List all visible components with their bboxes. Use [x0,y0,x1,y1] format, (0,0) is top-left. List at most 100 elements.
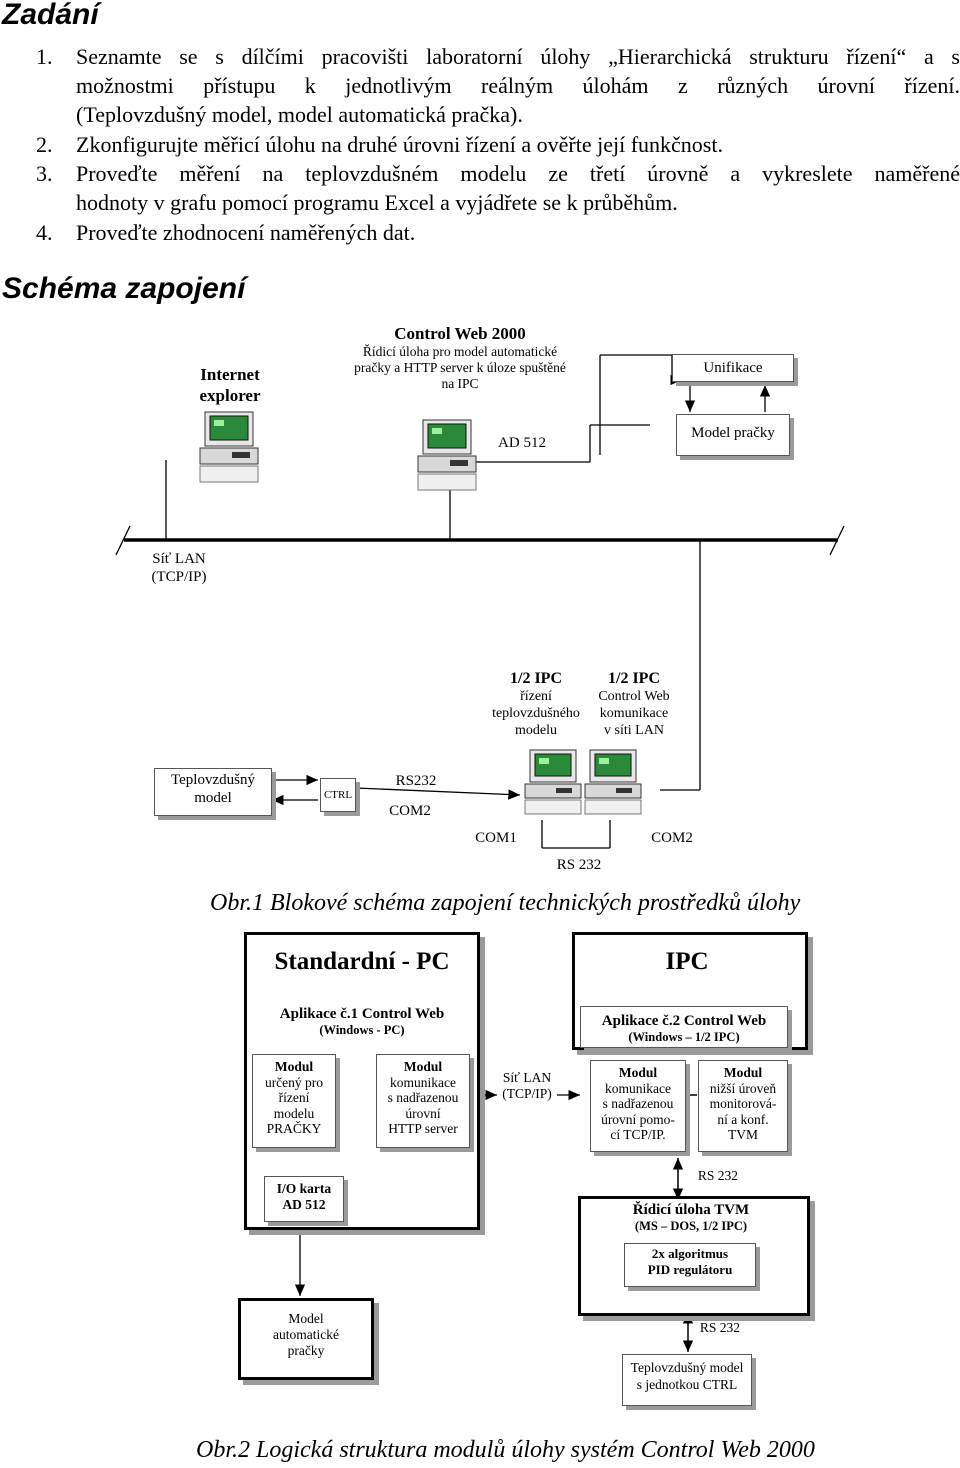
rs232-a-label: RS 232 [697,1168,739,1183]
computer-icon [199,411,259,483]
computer-icon [417,419,477,491]
module-line: modelu [273,1105,315,1121]
control-web-label: Control Web 2000 Řídicí úloha pro model … [330,324,590,392]
module-line: úrovní pomo- [601,1111,675,1127]
module-pracka-box: Modul určený pro řízení modelu PRAČKY [252,1054,336,1148]
task-line: (Teplovzdušný model, model automatická p… [76,102,523,127]
com2-right-label: COM2 [651,830,693,846]
module-line: s nadřazenou [602,1096,674,1111]
app2-box: Aplikace č.2 Control Web (Windows – 1/2 … [580,1006,788,1048]
com2-left-label: COM2 [389,803,431,819]
ipc1-line: modelu [515,723,557,738]
ipc2-label: 1/2 IPC Control Web komunikace v síti LA… [584,670,684,739]
ipc2-line: Control Web [598,689,670,704]
ad512-label: AD 512 [498,435,546,451]
teplo-line: s jednotkou CTRL [636,1377,738,1392]
app2-title: Aplikace č.2 Control Web [601,1013,767,1029]
ipc2-title: 1/2 IPC [608,670,660,687]
cw-line: Řídicí úloha pro model automatické [362,344,558,359]
app1-sub: (Windows - PC) [319,1023,405,1037]
lan-line: Síť LAN [152,551,206,567]
model-pracky-label: Model pračky [691,425,775,441]
ipc2-line: komunikace [599,706,669,721]
cw-line: na IPC [441,376,479,391]
lan-line: (TCP/IP) [151,569,207,585]
ipc1-line: teplovzdušného [492,706,580,721]
task-line: Zkonfigurujte měřicí úlohu na druhé úrov… [76,132,723,157]
task-line: Seznamte se s dílčími pracovišti laborat… [76,44,960,69]
pid-line: PID regulátoru [647,1262,733,1277]
tvm-title: Řídicí úloha TVM [632,1202,750,1218]
module-line: cí TCP/IP. [610,1127,666,1142]
ie-line: Internet [200,365,260,384]
lan-label: Síť LAN (TCP/IP) [144,550,214,586]
lan-line: Síť LAN [502,1070,552,1085]
module-line: PRAČKY [266,1121,322,1136]
teplovzdusny-ctrl-box: Teplovzdušný model s jednotkou CTRL [622,1354,752,1406]
task-line: hodnoty v grafu pomocí programu Excel a … [76,190,678,215]
task-line: možnostmi přístupu k jednotlivým reálným… [76,73,960,98]
computer-icon [524,749,582,815]
module-http-box: Modul komunikace s nadřazenou úrovní HTT… [376,1054,470,1148]
ctrl-label: CTRL [323,789,353,801]
model-pracky-box: Model pračky [676,414,790,456]
module-line: Modul [618,1065,658,1080]
model-pracky-block: Model automatické pračky [238,1298,374,1380]
io-line: I/O karta [276,1181,332,1196]
module-line: úrovní [405,1105,441,1121]
app1-title: Aplikace č.1 Control Web [279,1006,445,1022]
task-number: 3. [36,161,53,186]
ipc1-line: řízení [520,689,552,704]
module-line: komunikace [390,1074,456,1090]
module-line: Modul [274,1059,314,1074]
ipc1-title: 1/2 IPC [510,670,562,687]
cw-title: Control Web 2000 [394,324,526,343]
module-line: řízení [278,1090,310,1105]
model-line: pračky [287,1343,325,1358]
ctrl-box: CTRL [320,778,356,812]
module-tvm-box: Modul nižší úroveň monitorová- ní a konf… [698,1060,788,1152]
tvm-sub: (MS – DOS, 1/2 IPC) [634,1219,748,1233]
ipc1-label: 1/2 IPC řízení teplovzdušného modelu [484,670,588,739]
module-line: TVM [728,1127,758,1142]
figure1-caption: Obr.1 Blokové schéma zapojení technickýc… [210,890,801,916]
tvm-label: Řídicí úloha TVM (MS – DOS, 1/2 IPC) [578,1202,804,1234]
rs232-label: RS232 [395,773,437,789]
task-number: 4. [36,220,53,245]
module-line: komunikace [605,1080,671,1096]
standard-pc-title: Standardní - PC [274,948,450,975]
model-line: automatické [273,1327,339,1342]
task-line: Proveďte měření na teplovzdušném modelu … [76,161,960,186]
teplo-line: Teplovzdušný [171,772,255,788]
task-number: 1. [36,44,53,69]
module-line: s nadřazenou [387,1090,459,1105]
ie-line: explorer [199,386,261,405]
task-number: 2. [36,132,53,157]
teplovzdusny-model-box: Teplovzdušný model [154,768,272,816]
internet-explorer-label: Internet explorer [180,364,280,406]
pid-box: 2x algoritmus PID regulátoru [624,1243,756,1287]
task-list: 1. Seznamte se s dílčími pracovišti labo… [0,42,960,252]
module-line: monitorová- [709,1096,777,1111]
module-line: HTTP server [388,1121,458,1136]
cw-line: pračky a HTTP server k úloze spuštěné [354,360,566,375]
fig2-lan-label: Síť LAN (TCP/IP) [496,1070,558,1102]
pid-line: 2x algoritmus [651,1246,729,1261]
unifikace-box: Unifikace [672,354,794,382]
teplo-line: model [194,790,232,806]
figure2-caption: Obr.2 Logická struktura modulů úlohy sys… [196,1437,815,1463]
module-line: určený pro [264,1074,324,1090]
app1-label: Aplikace č.1 Control Web (Windows - PC) [244,1006,480,1038]
app2-sub: (Windows – 1/2 IPC) [628,1030,740,1044]
heading-zadani: Zadání [2,0,99,31]
ipc-title: IPC [665,948,709,975]
unifikace-label: Unifikace [703,360,763,376]
teplo-line: Teplovzdušný model [630,1360,744,1375]
ipc2-line: v síti LAN [604,723,664,738]
task-line: Proveďte zhodnocení naměřených dat. [76,220,416,245]
com1-label: COM1 [475,830,517,846]
module-line: Modul [723,1065,763,1080]
module-line: nižší úroveň [709,1080,777,1096]
heading-schema: Schéma zapojení [2,272,246,305]
